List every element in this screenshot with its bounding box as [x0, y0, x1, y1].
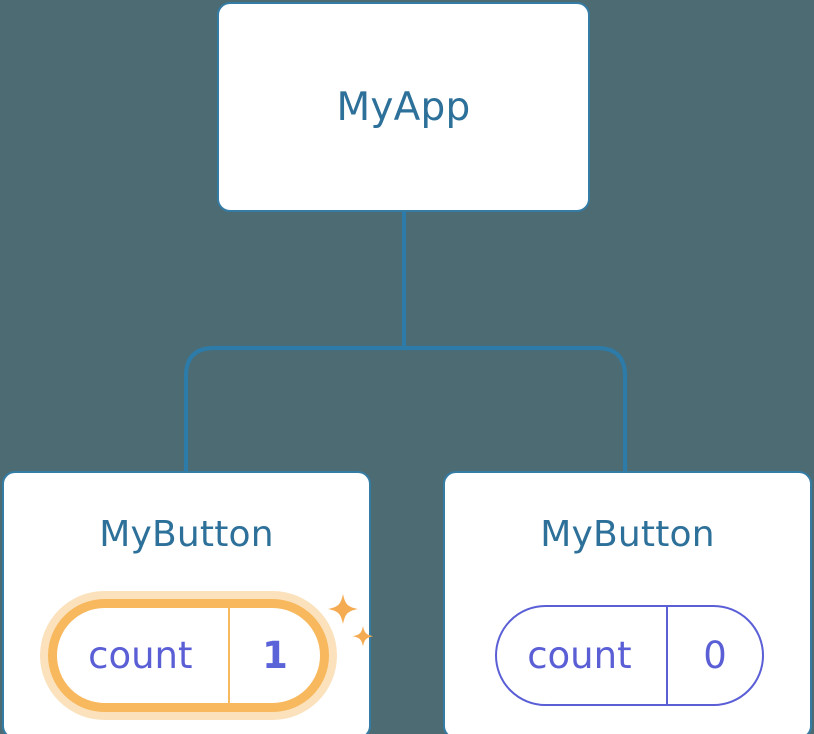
- component-node-mybutton-left[interactable]: MyButton count 1: [2, 471, 374, 734]
- connector-branch-bracket: [183, 345, 628, 471]
- component-node-mybutton-right[interactable]: MyButton count 0: [443, 471, 812, 734]
- sparkle-large-icon: [328, 594, 358, 624]
- component-node-myapp[interactable]: MyApp: [217, 2, 590, 212]
- state-value-label: 1: [262, 634, 288, 677]
- state-pill-container: count 1: [4, 591, 374, 721]
- state-pill-divider: [665, 607, 668, 704]
- state-pill-divider: [227, 608, 230, 703]
- state-value-label: 0: [703, 634, 727, 677]
- state-key-label: count: [527, 634, 632, 677]
- sparkle-small-icon: [352, 626, 374, 647]
- component-title: MyButton: [99, 514, 274, 555]
- state-pill-highlighted[interactable]: count 1: [56, 607, 321, 704]
- component-title: MyButton: [540, 514, 715, 555]
- component-title: MyApp: [336, 85, 471, 130]
- state-pill-plain[interactable]: count 0: [495, 605, 764, 706]
- state-pill-container: count 0: [445, 591, 810, 721]
- state-key-label: count: [88, 634, 193, 677]
